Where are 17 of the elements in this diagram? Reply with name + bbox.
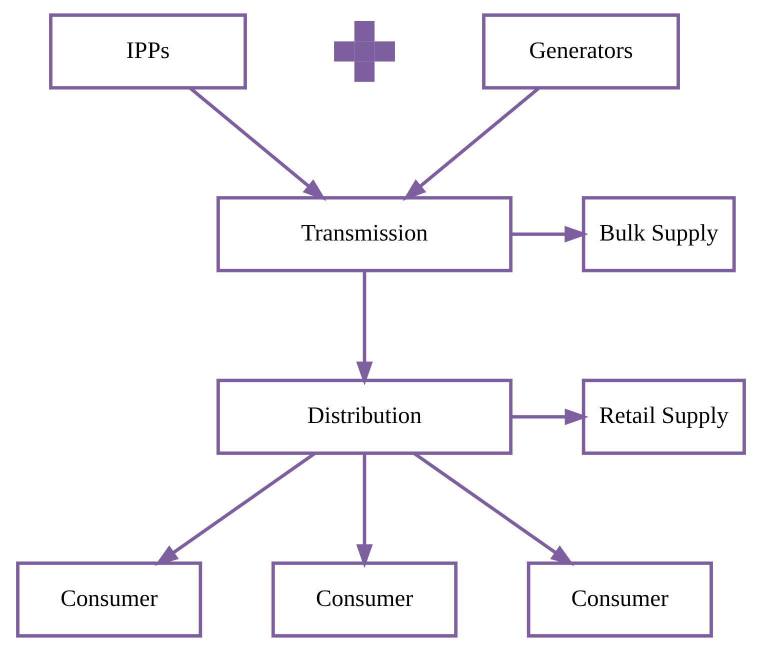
node-box: Generators: [482, 13, 680, 90]
arrow: [356, 454, 373, 568]
node-box: IPPs: [49, 13, 247, 90]
node-box: Distribution: [216, 378, 512, 455]
node-box: Transmission: [216, 196, 512, 272]
node-box: Consumer: [16, 561, 202, 638]
arrow: [511, 226, 588, 242]
arrow: [511, 408, 589, 426]
arrow: [413, 452, 574, 566]
node-box: Consumer: [271, 561, 458, 638]
arrow: [154, 452, 316, 566]
arrow: [356, 270, 373, 386]
node-box: Bulk Supply: [582, 196, 736, 272]
arrow: [189, 86, 326, 201]
node-box: Retail Supply: [582, 378, 746, 455]
arrow: [402, 86, 540, 201]
node-box: Consumer: [526, 561, 713, 638]
